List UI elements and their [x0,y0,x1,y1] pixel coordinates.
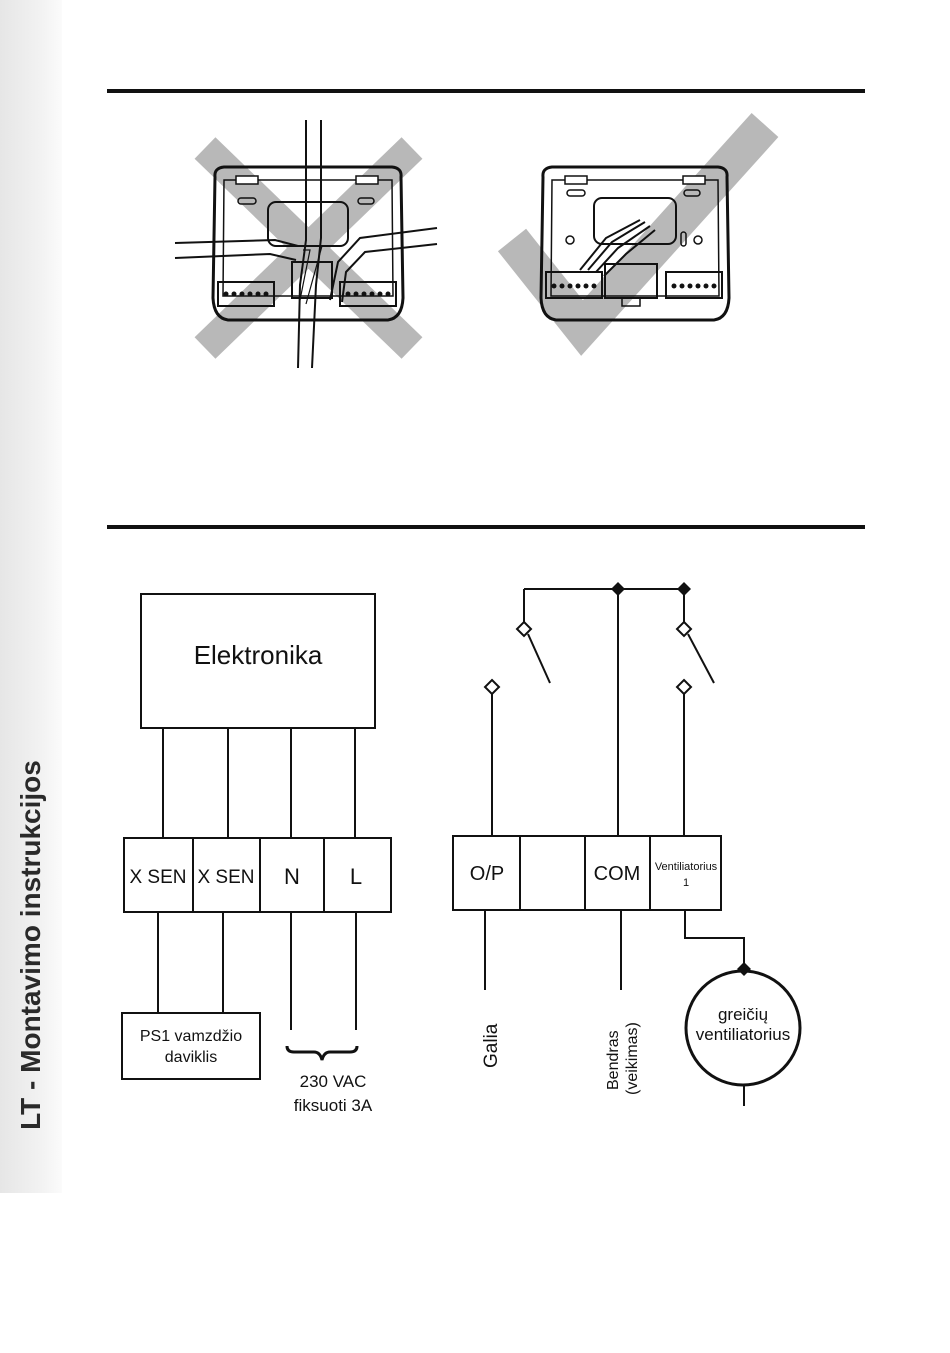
electronics-wiring-diagram: Elektronika X SEN X SEN N L PS1 vamzdžio… [122,594,391,1115]
junction-dot-1 [611,582,625,596]
terminal-xsen-1: X SEN [129,867,186,888]
supply-label-line1: 230 VAC [300,1072,367,1091]
terminal-fan-line1: Ventiliatorius [655,861,718,873]
terminal-fan-line2: 1 [683,877,689,889]
relay-wiring-diagram: O/P COM Ventiliatorius 1 Galia Bendras (… [453,582,800,1106]
common-label-line2: (veikimas) [624,1022,641,1095]
terminal-com: COM [594,863,641,885]
terminal-l: L [350,864,362,889]
common-label-line1: Bendras [605,1030,622,1090]
sensor-label-line2: daviklis [165,1049,217,1066]
terminal-n: N [284,864,300,889]
fan-label-line2: ventiliatorius [696,1025,791,1044]
supply-brace [287,1046,357,1060]
electronics-label: Elektronika [194,640,323,670]
fan-junction-dot [737,962,751,976]
junction-dot-2 [677,582,691,596]
terminal-op: O/P [470,863,504,885]
output-label: Galia [481,1023,502,1068]
terminal-xsen-2: X SEN [197,867,254,888]
fan-label-line1: greičių [718,1005,768,1024]
section-rule-middle [107,525,865,529]
sensor-label-line1: PS1 vamzdžio [140,1028,242,1045]
sensor-box [122,1013,260,1079]
correct-installation-illustration [512,125,765,328]
wrong-installation-illustration [175,120,437,368]
section-rule-top [107,89,865,93]
supply-label-line2: fiksuoti 3A [294,1096,373,1115]
